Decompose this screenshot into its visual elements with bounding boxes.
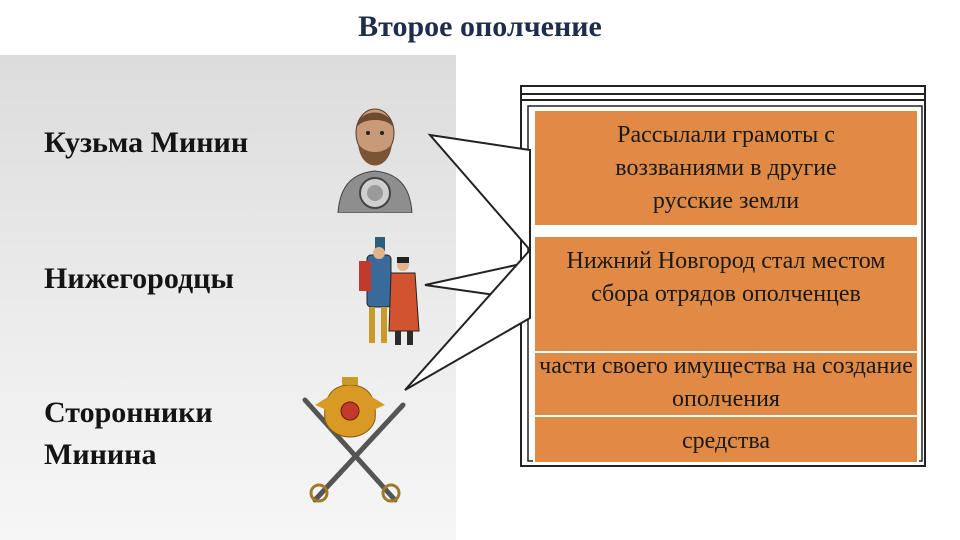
pointer-supporters [404, 247, 531, 391]
box-letters-text: Рассылали грамоты с воззваниями в другие… [615, 122, 837, 214]
double-eagle-swords-icon [302, 377, 406, 503]
box-property-text: части своего имущества на создание ополч… [539, 353, 913, 412]
box-letters [533, 109, 919, 227]
box-gathering [533, 235, 919, 353]
label-supporters: Сторонники Минина [44, 396, 213, 471]
slide-title: Второе ополчение [358, 10, 602, 43]
townsfolk-icon [359, 237, 420, 345]
label-nizhegorodtsy: Нижегородцы [44, 262, 234, 295]
pointer-minin [427, 133, 531, 253]
minin-portrait-icon [337, 108, 413, 213]
box-funds-text: средства [681, 428, 770, 454]
box-gathering-text: Нижний Новгород стал местом сбора отрядо… [566, 248, 886, 307]
label-minin: Кузьма Минин [44, 126, 249, 159]
